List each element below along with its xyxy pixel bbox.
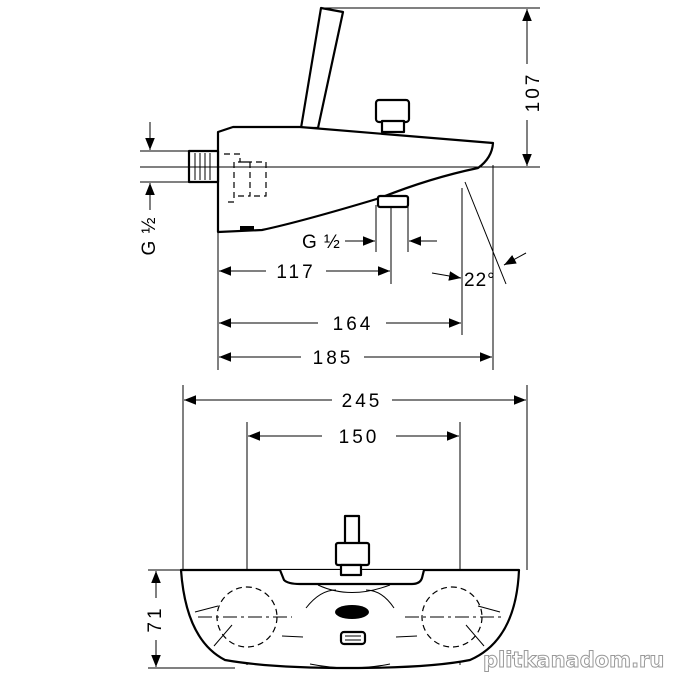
dim-117: 117	[276, 262, 315, 283]
watermark: plitkanadom.ru	[483, 648, 664, 672]
dim-185: 185	[313, 348, 354, 369]
dim-outlet-thread: G ½	[302, 232, 341, 253]
spout-recess	[278, 569, 426, 586]
dim-height-107: 107	[523, 72, 544, 113]
surface-contour-lines	[194, 584, 501, 669]
lever-stem-top	[343, 514, 361, 546]
lever-cap-top	[334, 541, 371, 567]
aerator-oval	[335, 605, 369, 619]
diverter-stem	[380, 119, 406, 134]
dim-245: 245	[342, 391, 383, 412]
dim-150: 150	[339, 427, 380, 448]
diverter-button-top	[339, 630, 367, 646]
lever-base-top	[339, 563, 363, 577]
lever-handle	[299, 6, 345, 130]
dim-71: 71	[145, 605, 166, 632]
hidden-internal-lines	[224, 153, 267, 203]
dim-164: 164	[333, 314, 374, 335]
mixer-body	[216, 125, 495, 234]
dim-inlet-thread: G ½	[139, 217, 160, 256]
diverter-knob	[374, 98, 411, 124]
top-view: 245 150	[145, 385, 528, 670]
dim-angle-22: 22°	[464, 270, 496, 291]
outlet-nozzle	[376, 194, 410, 209]
drain-slot	[240, 226, 254, 231]
diverter-grip-lines	[345, 635, 361, 641]
side-view: 107 G ½ G ½ 117 22° 164 185	[139, 6, 544, 370]
